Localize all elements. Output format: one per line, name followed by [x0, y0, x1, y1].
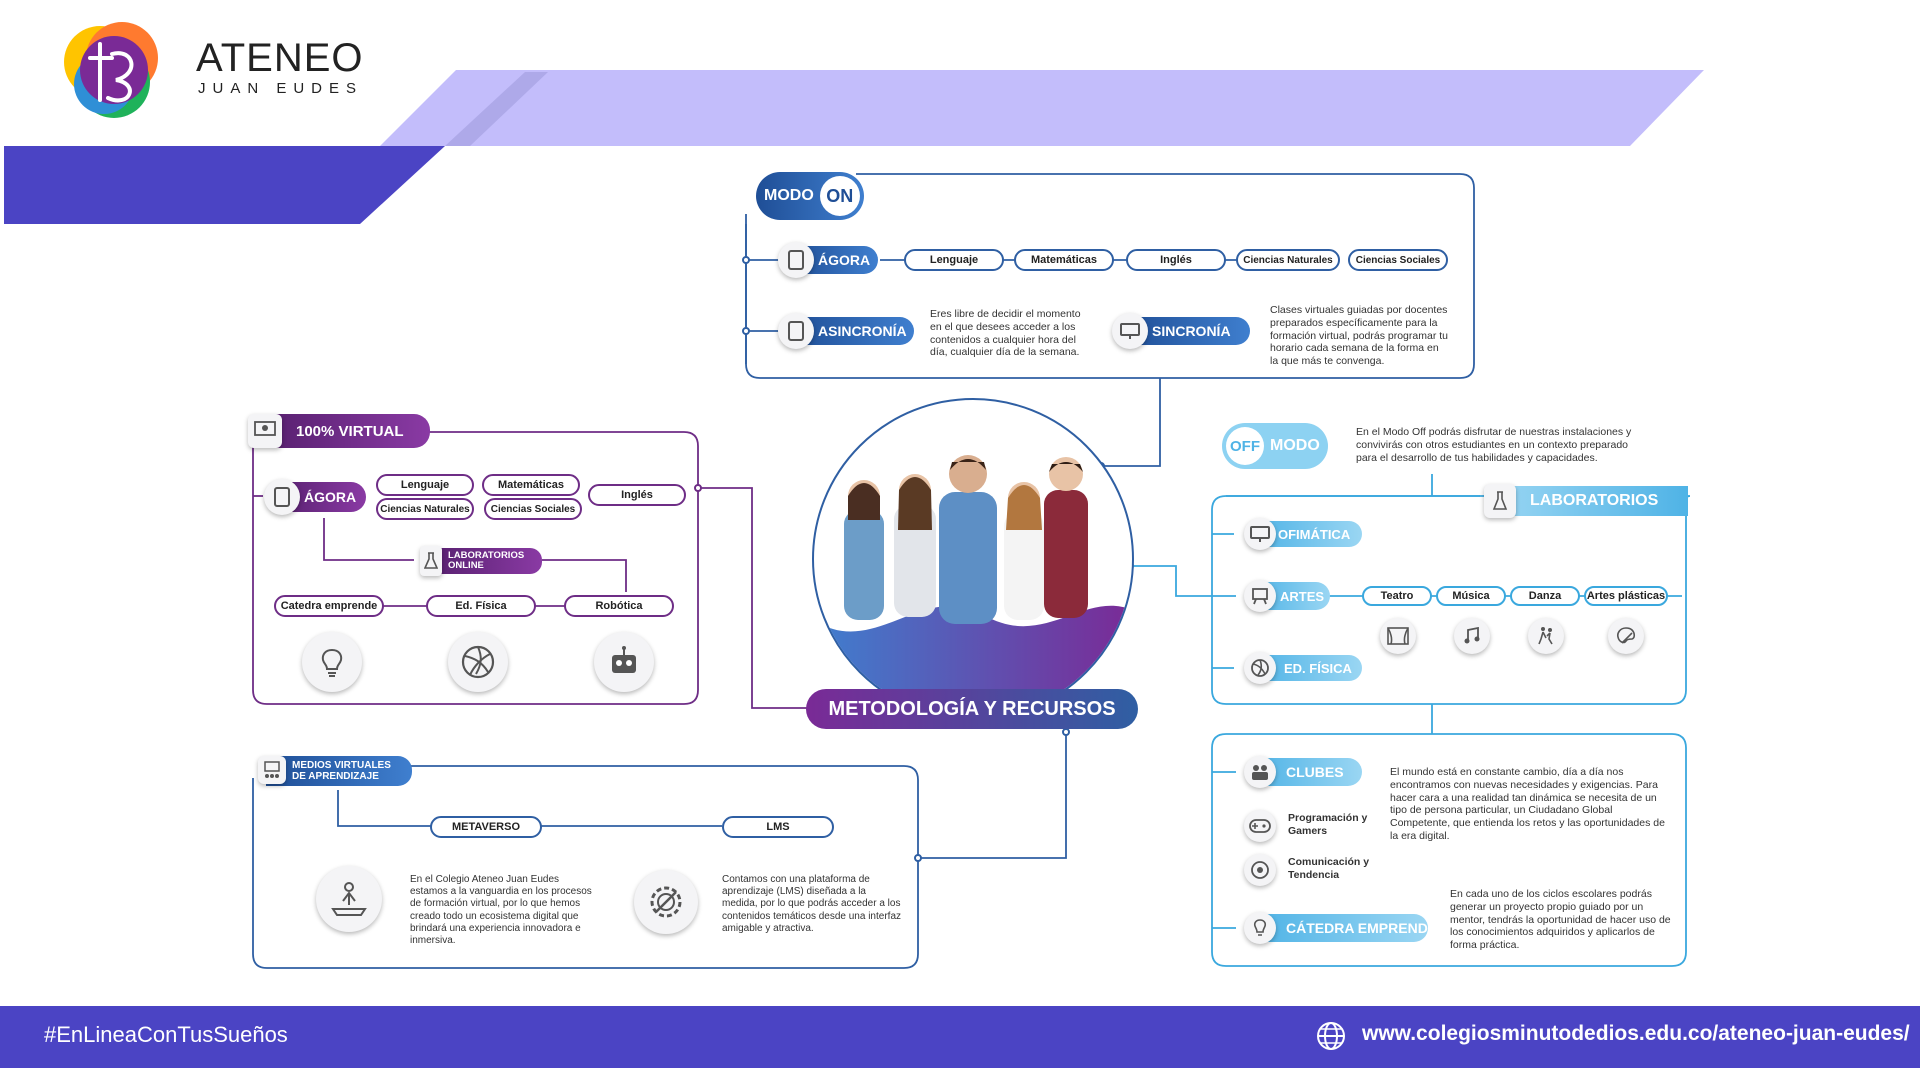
art-pill[interactable]: Música — [1436, 586, 1506, 606]
lightbulb-icon — [1244, 912, 1276, 944]
subject-pill[interactable]: Ciencias Naturales — [376, 498, 474, 520]
subject-pill[interactable]: Ciencias Naturales — [1236, 249, 1340, 271]
connector-dot — [742, 327, 750, 335]
virtual-class-icon — [248, 414, 282, 448]
art-pill[interactable]: Artes plásticas — [1584, 586, 1668, 606]
ed-fisica-pill[interactable]: Ed. Física — [426, 595, 536, 617]
sincronia-description: Clases virtuales guiadas por docentes pr… — [1270, 304, 1448, 368]
club-comunicacion: Comunicación y Tendencia — [1288, 856, 1370, 881]
subject-pill[interactable]: Matemáticas — [482, 474, 580, 496]
modo-off-description: En el Modo Off podrás disfrutar de nuest… — [1356, 426, 1632, 464]
club-programacion: Programación y Gamers — [1288, 812, 1368, 837]
brand-subname: JUAN EUDES — [198, 80, 364, 97]
connector-dot — [742, 256, 750, 264]
subject-pill[interactable]: Inglés — [1126, 249, 1226, 271]
clubes-description: El mundo está en constante cambio, día a… — [1390, 766, 1665, 842]
lab-icon — [1484, 484, 1516, 518]
connector-dot — [694, 484, 702, 492]
lms-pill[interactable]: LMS — [722, 816, 834, 838]
labs-online-button[interactable]: LABORATORIOS ONLINE — [430, 548, 542, 574]
brand-name: ATENEO — [196, 36, 364, 80]
tablet-icon — [778, 242, 814, 278]
communication-icon — [1244, 854, 1276, 886]
subject-pill[interactable]: Lenguaje — [904, 249, 1004, 271]
modo-off-badge: OFF MODO — [1222, 423, 1328, 469]
laboratorios-button[interactable]: LABORATORIOS — [1492, 486, 1688, 516]
robotica-pill[interactable]: Robótica — [564, 595, 674, 617]
lms-gear-icon — [634, 870, 698, 934]
robot-icon — [594, 632, 654, 692]
header-decoration — [4, 70, 1704, 224]
subject-pill[interactable]: Ciencias Sociales — [1348, 249, 1448, 271]
gamepad-icon — [1244, 810, 1276, 842]
students-illustration — [814, 455, 1132, 718]
music-icon — [1454, 618, 1490, 654]
subject-pill[interactable]: Lenguaje — [376, 474, 474, 496]
modo-on-badge: MODO ON — [756, 172, 864, 220]
logo — [56, 14, 168, 126]
subject-pill[interactable]: Matemáticas — [1014, 249, 1114, 271]
center-title: METODOLOGÍA Y RECURSOS — [806, 689, 1138, 729]
lms-description: Contamos con una plataforma de aprendiza… — [722, 874, 901, 934]
virtual-button[interactable]: 100% VIRTUAL — [266, 414, 430, 448]
modo-off-word: MODO — [1270, 437, 1320, 454]
easel-icon — [1244, 580, 1276, 612]
globe-icon — [1314, 1019, 1348, 1053]
monitor-icon — [1112, 313, 1148, 349]
virtual-network-icon — [258, 756, 286, 784]
tablet-icon — [264, 479, 300, 515]
medios-virtuales-button[interactable]: MEDIOS VIRTUALES DE APRENDIZAJE — [266, 756, 412, 786]
volleyball-icon — [448, 632, 508, 692]
footer-url[interactable]: www.colegiosminutodedios.edu.co/ateneo-j… — [1362, 1022, 1910, 1045]
modo-on-label: ON — [819, 176, 860, 216]
catedra-description: En cada uno de los ciclos escolares podr… — [1450, 888, 1671, 952]
art-pill[interactable]: Danza — [1510, 586, 1580, 606]
tablet-icon — [778, 313, 814, 349]
students-photo — [812, 398, 1134, 720]
metaverso-description: En el Colegio Ateneo Juan Eudes estamos … — [410, 874, 592, 946]
footer-hashtag: #EnLineaConTusSueños — [44, 1022, 288, 1047]
lightbulb-icon — [302, 632, 362, 692]
connector-dot — [1062, 728, 1070, 736]
computer-icon — [1244, 518, 1276, 550]
metaverso-pill[interactable]: METAVERSO — [430, 816, 542, 838]
connector-dot — [914, 854, 922, 862]
modo-off-label: OFF — [1226, 427, 1264, 465]
clubs-icon — [1244, 756, 1276, 788]
logo-emblem-icon — [64, 22, 158, 118]
subject-pill[interactable]: Ciencias Sociales — [484, 498, 582, 520]
asincronia-button[interactable]: ASINCRONÍA — [790, 317, 914, 345]
palette-icon — [1608, 618, 1644, 654]
flask-icon — [420, 546, 442, 576]
modo-on-word: MODO — [764, 187, 814, 204]
theater-icon — [1380, 618, 1416, 654]
subject-pill[interactable]: Inglés — [588, 484, 686, 506]
art-pill[interactable]: Teatro — [1362, 586, 1432, 606]
asincronia-description: Eres libre de decidir el momento en el q… — [930, 308, 1081, 359]
footer-band — [0, 1006, 1920, 1068]
catedra-emprende-button[interactable]: CÁTEDRA EMPRENDE — [1254, 914, 1437, 942]
metaverse-icon — [316, 866, 382, 932]
volleyball-icon — [1244, 652, 1276, 684]
dance-icon — [1528, 618, 1564, 654]
catedra-emprende-pill[interactable]: Catedra emprende — [274, 595, 384, 617]
